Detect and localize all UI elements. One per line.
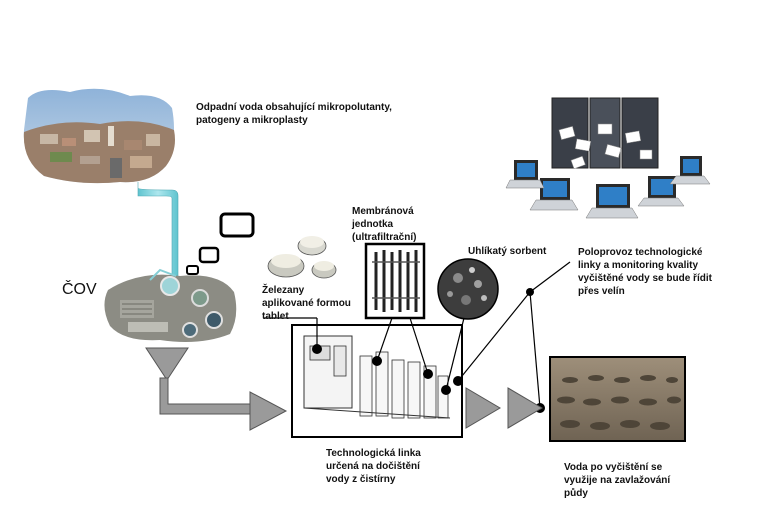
connector-lines: [264, 261, 571, 409]
label-pilot-control: Poloprovoz technologické linky a monitor…: [578, 247, 712, 297]
flow-arrow-second: [465, 387, 501, 429]
screen-icon-small: [186, 265, 199, 275]
connector-dots: [312, 288, 545, 413]
label-technology-line: Technologická linka určená na dočištění …: [326, 448, 421, 485]
label-cov: ČOV: [62, 281, 97, 298]
wastewater-pipe: [137, 182, 179, 285]
membrane-unit-photo: [364, 242, 426, 320]
screen-icon-large: [219, 212, 255, 238]
treatment-plant-photo: [104, 268, 237, 342]
carbon-sorbent-photo: [437, 258, 499, 320]
irrigated-field-photo: [549, 356, 686, 442]
tablets-photo: [267, 236, 337, 279]
control-room-illustration: [505, 97, 711, 219]
label-membrane: Membránová jednotka (ultrafiltrační): [352, 206, 417, 243]
label-tablets: Železany aplikované formou tablet: [262, 285, 351, 322]
flow-arrow-third: [507, 387, 543, 429]
city-photo: [23, 88, 176, 184]
label-irrigation: Voda po vyčištění se využije na zavlažov…: [564, 462, 671, 499]
flow-arrow-main: [145, 347, 288, 431]
screen-icon-medium: [198, 246, 220, 264]
label-sorbent: Uhlíkatý sorbent: [468, 246, 547, 257]
technology-line-box: [291, 324, 463, 438]
label-wastewater: Odpadní voda obsahující mikropolutanty, …: [196, 102, 392, 126]
